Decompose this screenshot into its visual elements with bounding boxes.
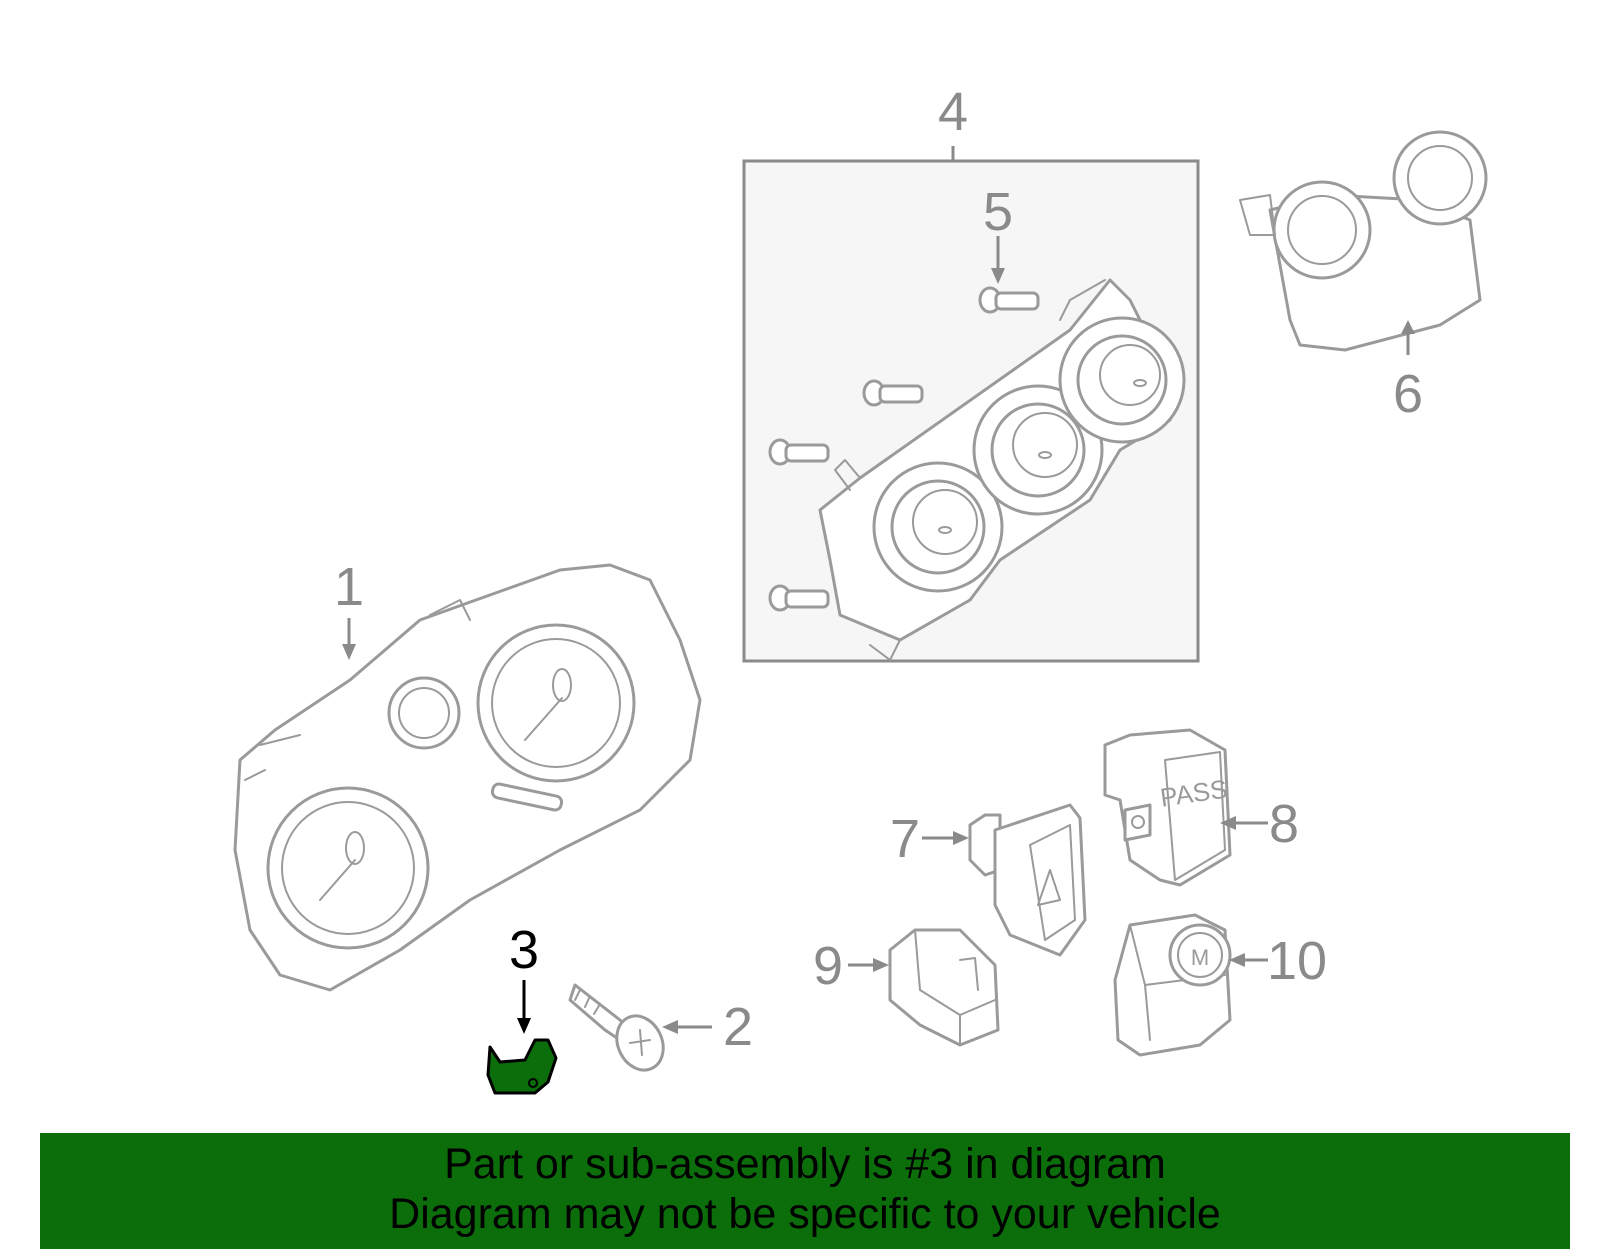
banner-line-2: Diagram may not be specific to your vehi… [389,1190,1221,1238]
info-banner: Part or sub-assembly is #3 in diagram Di… [40,1133,1570,1249]
bracket-3-highlighted [486,980,558,1095]
screw-icon [862,379,924,407]
callout-4: 4 [938,82,968,142]
screw-5-set [768,236,1040,612]
callout-3: 3 [509,920,539,980]
callout-9: 9 [813,936,843,996]
screw-icon [768,584,830,612]
callout-7: 7 [890,809,920,869]
screw-icon [768,438,830,466]
mode-label: M [1191,945,1209,970]
knob-middle [972,384,1104,516]
passenger-switch-8: PASS [1103,728,1268,887]
knob-left [872,461,1004,593]
callout-6: 6 [1393,364,1423,424]
hazard-switch-7 [922,803,1087,957]
callout-1: 1 [334,557,364,617]
mode-switch-10: M [1113,913,1268,1057]
callout-10: 10 [1267,931,1327,991]
instrument-cluster-1 [233,563,702,992]
control-unit-6 [1239,130,1488,355]
callout-2: 2 [723,997,753,1057]
callout-5: 5 [983,182,1013,242]
banner-line-1: Part or sub-assembly is #3 in diagram [444,1140,1166,1188]
callout-8: 8 [1269,794,1299,854]
climate-control-panel [818,278,1186,661]
knob-right [1058,316,1186,444]
screw-2 [568,983,712,1072]
screw-icon [978,286,1040,314]
switch-9 [848,928,1000,1047]
